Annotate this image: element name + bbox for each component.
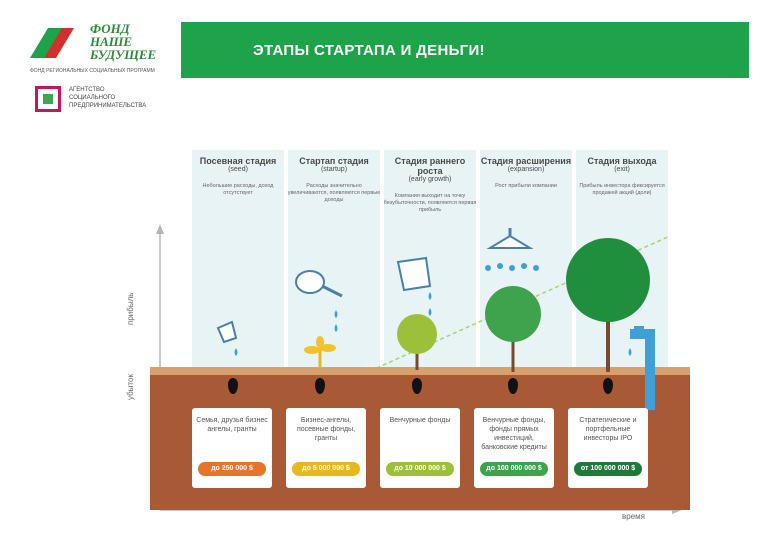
stage-desc: Расходы значительно увеличиваются, появл…	[287, 183, 381, 203]
stage-header-1: Посевная стадия (seed) Небольшие расходы…	[190, 156, 286, 197]
agency-line-1: АГЕНТСТВО	[69, 87, 105, 93]
title-bar: ЭТАПЫ СТАРТАПА И ДЕНЬГИ!	[181, 22, 749, 78]
stage-en: (expansion)	[507, 166, 545, 173]
stage-desc: Компания выходит на точку безубыточности…	[383, 193, 477, 213]
agency-logo-icon	[35, 86, 61, 112]
stage-desc: Рост прибыли компании	[495, 183, 557, 189]
page-title: ЭТАПЫ СТАРТАПА И ДЕНЬГИ!	[253, 42, 485, 59]
fund-logo-icon	[30, 28, 74, 58]
stage-card-4: Венчурные фонды, фонды прямых инвестиций…	[474, 408, 554, 488]
investors-text: Стратегические и портфельные инвесторы I…	[579, 417, 637, 442]
amount-badge: до 100 000 000 $	[480, 462, 548, 476]
logo-line-3: БУДУЩЕЕ	[90, 47, 157, 62]
amount-prefix: до	[302, 465, 311, 472]
amount-prefix: до	[486, 465, 495, 472]
amount-value: 250 000 $	[221, 465, 253, 472]
stage-name: Посевная стадия	[199, 156, 277, 166]
amount-badge: до 10 000 000 $	[386, 462, 454, 476]
bucket-icon	[396, 256, 432, 316]
amount-prefix: до	[211, 465, 220, 472]
pipe-icon	[628, 326, 655, 410]
amount-prefix: до	[394, 465, 403, 472]
amount-badge: до 5 000 000 $	[292, 462, 360, 476]
stage-band-2	[288, 150, 380, 375]
stage-name: Стадия расширения	[480, 156, 572, 166]
amount-value: 100 000 000 $	[496, 465, 542, 472]
investors-text: Семья, друзья бизнес ангелы, гранты	[196, 417, 268, 433]
seed-icon	[315, 378, 325, 394]
shower-icon	[485, 228, 539, 271]
agency-logo: АГЕНТСТВО СОЦИАЛЬНОГО ПРЕДПРИНИМАТЕЛЬСТВ…	[35, 86, 175, 116]
amount-prefix: от	[580, 465, 589, 472]
fund-logo-name: ФОНД НАШЕ БУДУЩЕЕ	[90, 22, 156, 61]
medium-tree-icon	[485, 286, 541, 372]
sprout-icon	[304, 336, 336, 368]
seed-icon	[412, 378, 422, 394]
stage-en: (startup)	[320, 166, 348, 173]
investors-text: Венчурные фонды, фонды прямых инвестиций…	[481, 417, 547, 451]
logo-line-1: ФОНД	[90, 21, 130, 36]
stage-name: Стартап стадия	[299, 156, 369, 166]
seed-icon	[508, 378, 518, 394]
stage-header-4: Стадия расширения (expansion) Рост прибы…	[478, 156, 574, 190]
logo-subtitle: ФОНД РЕГИОНАЛЬНЫХ СОЦИАЛЬНЫХ ПРОГРАММ	[30, 68, 155, 74]
agency-line-2: СОЦИАЛЬНОГО	[69, 95, 116, 101]
stage-header-5: Стадия выхода (exit) Прибыль инвестора ф…	[574, 156, 670, 197]
stage-en: (seed)	[228, 166, 248, 173]
amount-value: 100 000 000 $	[590, 465, 636, 472]
stage-card-3: Венчурные фонды до 10 000 000 $	[380, 408, 460, 488]
large-tree-icon	[566, 238, 650, 372]
agency-line-3: ПРЕДПРИНИМАТЕЛЬСТВА	[69, 103, 147, 109]
stage-desc: Небольшие расходы, доход отсутствует	[202, 183, 274, 196]
investors-text: Бизнес-ангелы, посевные фонды, гранты	[296, 417, 356, 442]
stage-card-5: Стратегические и портфельные инвесторы I…	[568, 408, 648, 488]
amount-badge: до 250 000 $	[198, 462, 266, 476]
seed-icon	[603, 378, 613, 394]
stage-header-3: Стадия раннего роста (early growth) Комп…	[382, 156, 478, 214]
stage-en: (early growth)	[408, 176, 452, 183]
fund-logo: ФОНД НАШЕ БУДУЩЕЕ ФОНД РЕГИОНАЛЬНЫХ СОЦИ…	[30, 22, 170, 78]
agency-name: АГЕНТСТВО СОЦИАЛЬНОГО ПРЕДПРИНИМАТЕЛЬСТВ…	[69, 86, 146, 110]
stage-en: (exit)	[614, 166, 630, 173]
small-tree-icon	[397, 314, 437, 370]
x-axis-label-time: время	[622, 512, 645, 521]
startup-stages-diagram: прибыль убыток время Посевная стадия (se…	[126, 150, 690, 521]
cup-icon	[216, 320, 238, 356]
logo-line-2: НАШЕ	[90, 34, 133, 49]
stage-card-1: Семья, друзья бизнес ангелы, гранты до 2…	[192, 408, 272, 488]
stage-desc: Прибыль инвестора фиксируется продажей а…	[579, 183, 665, 196]
amount-value: 5 000 000 $	[312, 465, 350, 472]
investors-text: Венчурные фонды	[389, 417, 451, 424]
stage-band-1	[192, 150, 284, 375]
seed-icon	[228, 378, 238, 394]
stage-header-2: Стартап стадия (startup) Расходы значите…	[286, 156, 382, 204]
stage-illustrations	[216, 228, 655, 410]
amount-badge: от 100 000 000 $	[574, 462, 642, 476]
stage-name: Стадия выхода	[587, 156, 657, 166]
amount-value: 10 000 000 $	[404, 465, 446, 472]
watering-can-icon	[295, 270, 343, 332]
stage-card-2: Бизнес-ангелы, посевные фонды, гранты до…	[286, 408, 366, 488]
stage-name: Стадия раннего роста	[394, 156, 466, 176]
